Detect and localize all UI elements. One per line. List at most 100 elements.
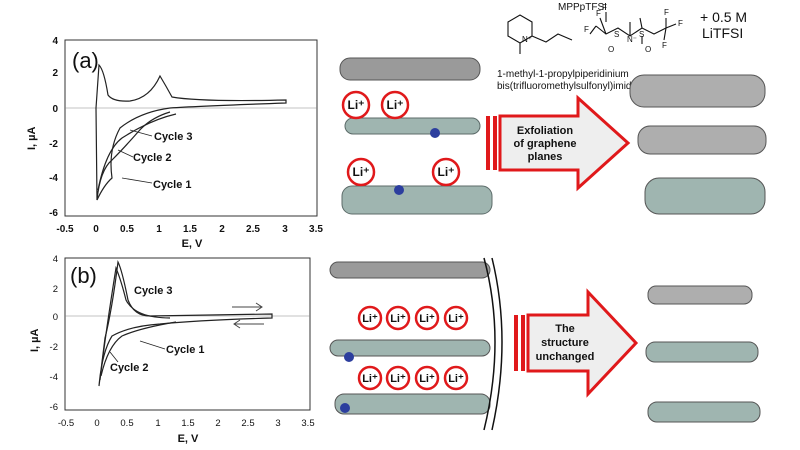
panel-a-xtick: 1 bbox=[156, 224, 162, 235]
unchanged-structure-arrow: The structure unchanged bbox=[514, 288, 639, 398]
graphene-layer-edge bbox=[344, 117, 481, 135]
li-ion-ring bbox=[414, 305, 440, 331]
li-ion-label: Li⁺ bbox=[419, 373, 435, 385]
panel-b-cv-curves bbox=[98, 259, 273, 387]
graphene-stack bbox=[647, 401, 761, 423]
panel-b-ytick: -4 bbox=[50, 372, 58, 383]
panel-b-cycle-1-leader bbox=[139, 340, 166, 350]
fluorine-symbol: F bbox=[664, 8, 669, 17]
panel-b-cycle-2-label: Cycle 2 bbox=[110, 362, 149, 374]
panel-b-cycle-1-label: Cycle 1 bbox=[166, 344, 205, 356]
panel-b-ytick: 0 bbox=[53, 312, 58, 323]
arrow-text-line-2: structure bbox=[541, 337, 589, 349]
panel-a-cycle-2-leader bbox=[117, 149, 134, 158]
panel-b-xtick: 3.5 bbox=[301, 418, 314, 429]
li-ion-ring bbox=[385, 305, 411, 331]
panel-a-xtick: 0.5 bbox=[120, 224, 134, 235]
panel-b-ytick: -2 bbox=[50, 342, 58, 353]
li-ion-ring bbox=[443, 305, 469, 331]
molecule-name-line-1: 1-methyl-1-propylpiperidinium bbox=[497, 69, 629, 80]
arrow-stripe bbox=[493, 116, 497, 170]
graphene-sheet bbox=[637, 125, 767, 155]
li-ion-label: Li⁺ bbox=[390, 313, 406, 325]
graphene-layer-edge bbox=[334, 393, 491, 415]
panel-b-cycle-3-label: Cycle 3 bbox=[134, 285, 173, 297]
panel-a-cycle-3-curve bbox=[97, 113, 177, 191]
intact-graphene-stacks bbox=[645, 285, 761, 423]
panel-b-forward-arrow bbox=[232, 302, 263, 312]
panel-b-tag: (b) bbox=[70, 263, 97, 288]
panel-b-sweep-arrows bbox=[232, 302, 264, 329]
li-ion-ring bbox=[431, 157, 461, 187]
graphene-stack bbox=[645, 341, 759, 363]
fluorine-symbol: F bbox=[678, 19, 683, 28]
panel-a-xtick-labels: -0.5 0 0.5 1 1.5 2 2.5 3 3.5 bbox=[56, 224, 323, 235]
panel-a-tag: (a) bbox=[72, 48, 99, 73]
panel-a-cycle-3-label: Cycle 3 bbox=[154, 131, 193, 143]
graphene-sheet bbox=[644, 177, 766, 215]
panel-a-cycle-1-leader bbox=[121, 177, 153, 184]
panel-b-xtick: 2 bbox=[215, 418, 220, 429]
propyl-chain bbox=[531, 33, 573, 43]
fluorine-symbol: F bbox=[602, 3, 607, 12]
fluorine-symbol: F bbox=[662, 41, 667, 50]
panel-a-ytick: 2 bbox=[52, 68, 58, 79]
oxygen-symbol: O bbox=[645, 45, 651, 54]
panel-a-ytick: 0 bbox=[52, 104, 58, 115]
intercalated-graphene-stack bbox=[339, 57, 493, 215]
molecule-atom-symbols: N⁺ S N⁻ S O O F F F F F F bbox=[522, 3, 683, 54]
panel-a-plot-frame bbox=[64, 39, 318, 217]
panel-a-cycle-2-curve bbox=[96, 111, 171, 201]
panel-b-xtick: 0.5 bbox=[120, 418, 133, 429]
imide-nitrogen-symbol: N⁻ bbox=[627, 35, 637, 44]
molecule-abbreviation: MPPpTFSI bbox=[558, 2, 607, 13]
arrow-text-line-3: unchanged bbox=[536, 351, 595, 363]
nitrogen-atom bbox=[430, 128, 440, 138]
panel-b-xlabel: E, V bbox=[178, 433, 199, 445]
sulfur-symbol: S bbox=[614, 30, 619, 39]
stack-bracket bbox=[483, 257, 503, 431]
molecule-name-line-2: bis(trifluoromethylsulfonyl)imide bbox=[497, 81, 637, 92]
panel-b-plot: (b) I, µA E, V 4 2 0 -2 -4 -6 -0.5 0 0.5… bbox=[29, 254, 315, 445]
li-ion-ring bbox=[357, 365, 383, 391]
panel-a-ytick: -4 bbox=[49, 173, 58, 184]
panel-a-cycle-labels: Cycle 3 Cycle 2 Cycle 1 bbox=[117, 129, 193, 191]
li-ion-label: Li⁺ bbox=[419, 313, 435, 325]
panel-b-xtick: 1.5 bbox=[181, 418, 194, 429]
panel-b-cycle-labels: Cycle 3 Cycle 1 Cycle 2 bbox=[109, 285, 205, 374]
graphene-layer-edge bbox=[329, 339, 491, 357]
tfsi-side-bonds bbox=[589, 12, 677, 44]
panel-a-xtick: 3.5 bbox=[309, 224, 323, 235]
salt-name: LiTFSI bbox=[702, 25, 743, 41]
li-ion-label: Li⁺ bbox=[387, 98, 404, 112]
panel-b-cycle-2-leader bbox=[109, 351, 119, 363]
panel-b-cycle-3-curve bbox=[100, 321, 177, 377]
arrow-text-line-3: planes bbox=[528, 151, 563, 163]
li-ion-ring bbox=[380, 90, 410, 120]
li-ion-label: Li⁺ bbox=[362, 373, 378, 385]
exfoliation-arrow: Exfoliation of graphene planes bbox=[486, 94, 631, 192]
panel-a-ytick: -2 bbox=[49, 139, 58, 150]
salt-concentration: + 0.5 M bbox=[700, 9, 747, 25]
li-ion-label: Li⁺ bbox=[448, 373, 464, 385]
panel-b-cycle-1-curve bbox=[98, 259, 273, 387]
nitrogen-atom bbox=[344, 352, 354, 362]
li-ion-label: Li⁺ bbox=[438, 165, 455, 179]
li-ion-label: Li⁺ bbox=[362, 313, 378, 325]
oxygen-symbol: O bbox=[608, 45, 614, 54]
li-ion-label: Li⁺ bbox=[353, 165, 370, 179]
arrow-body bbox=[526, 288, 639, 398]
arrow-stripe bbox=[521, 315, 525, 371]
nitrogen-cation-symbol: N⁺ bbox=[522, 35, 532, 44]
graphene-stack bbox=[647, 285, 753, 305]
panel-b-xtick: 3 bbox=[275, 418, 280, 429]
arrow-stripe bbox=[486, 116, 490, 170]
panel-b-xtick: 2.5 bbox=[241, 418, 254, 429]
arrow-text-line-1: Exfoliation bbox=[517, 125, 574, 137]
li-ion-label: Li⁺ bbox=[448, 313, 464, 325]
panel-b-ytick: 2 bbox=[53, 284, 58, 295]
panel-a-ytick: 4 bbox=[52, 36, 58, 47]
arrow-stripe bbox=[514, 315, 518, 371]
graphene-layer-edge bbox=[339, 57, 481, 81]
panel-a-xlabel: E, V bbox=[182, 238, 203, 250]
